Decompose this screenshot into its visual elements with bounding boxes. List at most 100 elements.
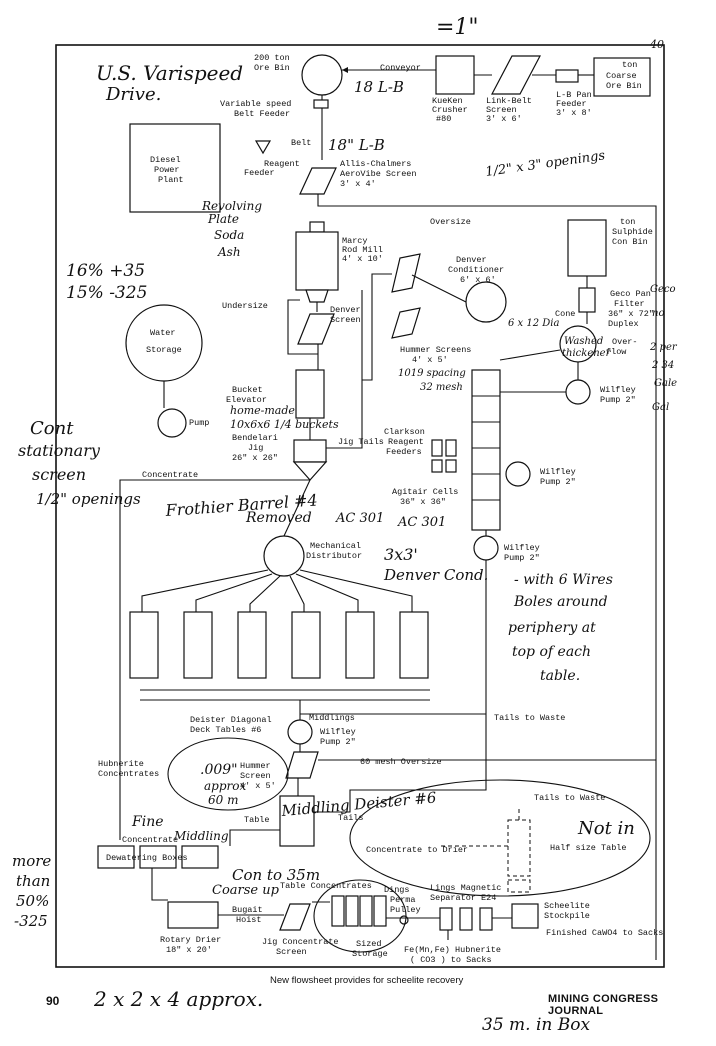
ore-bin-200-ton — [301, 54, 343, 96]
denver-screen-label-1: Denver — [330, 305, 361, 315]
concentrate-label: Concentrate — [142, 470, 198, 480]
hand-cont-4: 1/2" openings — [36, 490, 141, 508]
deister-label-2: Deck Tables #6 — [190, 725, 261, 735]
deister-label-1: Deister Diagonal — [190, 715, 272, 725]
hand-more-2: than — [16, 872, 50, 890]
rotary-label-2: 18" x 20' — [166, 945, 212, 955]
hand-not-in: Not in — [577, 818, 635, 839]
reagent-label-1: Reagent — [264, 159, 300, 169]
agitair-cells-bank — [471, 369, 501, 531]
reagent-feeder — [254, 140, 272, 155]
geco-label-4: Duplex — [608, 319, 639, 329]
lings-stage-2 — [459, 907, 473, 931]
hummer-screen-label-2: Screen — [240, 771, 271, 781]
hand-3x3: 3x3' — [384, 545, 418, 564]
kueken-label-2: Crusher — [432, 105, 468, 115]
half-table-label: Half size Table — [550, 843, 627, 853]
distributor-feed-line — [295, 573, 359, 612]
hummer-cond-line — [411, 274, 467, 303]
bendelari-label-3: 26" x 26" — [232, 453, 278, 463]
sulphide-label-2: Sulphide — [612, 227, 653, 237]
figure-caption: New flowsheet provides for scheelite rec… — [270, 975, 464, 986]
diesel-power-plant — [129, 123, 221, 213]
coarse-ore-bin — [593, 57, 651, 97]
agitair-label-1: Agitair Cells — [392, 487, 458, 497]
hand-with6-5: table. — [540, 668, 580, 684]
coarse-bin-label-2: Coarse — [606, 71, 637, 81]
diesel-label-3: Plant — [158, 175, 184, 185]
hand-cont-3: screen — [32, 465, 86, 484]
distributor-feed-line — [289, 575, 305, 612]
bendelari-jig — [293, 439, 327, 463]
hand-coarse-num: 40 — [649, 38, 664, 51]
marcy-label-1: Marcy — [342, 236, 368, 246]
variable-speed-feeder — [313, 99, 329, 109]
hand-more-4: -325 — [14, 912, 48, 930]
hand-plus35: 16% +35 — [66, 261, 145, 281]
hand-right-5: Gale — [654, 378, 677, 389]
hand-bottom-approx: 2 x 2 x 4 approx. — [93, 987, 263, 1011]
clarkson-label-3: Feeders — [386, 447, 422, 457]
denver-conditioner — [465, 281, 507, 323]
clarkson-feeder-4 — [445, 459, 457, 473]
femn-label-1: Fe(Mn,Fe) Hubnerite — [404, 945, 501, 955]
hand-fine: Fine — [131, 814, 164, 830]
bucket-label-2: Elevator — [226, 395, 267, 405]
hand-more-3: 50% — [16, 892, 49, 910]
finished-label: Finished CaWO4 to Sacks — [546, 928, 663, 938]
scheelite-label-2: Stockpile — [544, 911, 590, 921]
hand-opening: 1/2" x 3" openings — [484, 148, 606, 180]
jig-screen-label-1: Jig Concentrate — [262, 937, 339, 947]
marcy-label-3: 4' x 10' — [342, 254, 383, 264]
aerovibe-screen — [299, 167, 337, 195]
hand-with6-1: - with 6 Wires — [514, 572, 613, 588]
variable-feeder-label-1: Variable speed — [220, 99, 291, 109]
mesh60-label: 60 mesh Oversize — [360, 757, 442, 767]
denver-cond-label-3: 6' x 6' — [460, 275, 496, 285]
lb-feeder-label-2: Feeder — [556, 99, 587, 109]
deister-table-1 — [129, 611, 159, 679]
wilfley3-label-1: Wilfley — [504, 543, 540, 553]
lings-stage-3 — [479, 907, 493, 931]
dings-label-2: Perma — [390, 895, 416, 905]
mechanical-distributor — [263, 535, 305, 577]
conveyor-label: Conveyor — [380, 63, 421, 73]
hummer-screen-upper — [391, 253, 421, 293]
hand-spacing-2: 32 mesh — [420, 382, 463, 393]
dewatering-label-1: Concentrate — [122, 835, 178, 845]
clarkson-label-1: Clarkson — [384, 427, 425, 437]
marcy-rod-mill — [295, 231, 339, 291]
hand-washed: Washed — [564, 336, 603, 347]
distributor-feed-line — [249, 575, 281, 612]
bucket-label-1: Bucket — [232, 385, 263, 395]
clarkson-feeder-2 — [445, 439, 457, 457]
hand-cont-1: Cont — [30, 418, 74, 439]
deister-table-6 — [399, 611, 429, 679]
sized-label-1: Sized — [356, 939, 382, 949]
denver-screen — [297, 313, 335, 345]
tails-label: Tails — [338, 813, 364, 823]
geco-label-3: 36" x 72" — [608, 309, 654, 319]
deister-table-4 — [291, 611, 321, 679]
belt-label: Belt — [291, 138, 311, 148]
sulphide-label-1: ton — [620, 217, 635, 227]
linkbelt-label-3: 3' x 6' — [486, 114, 522, 124]
hand-revolving-1: Revolving — [201, 199, 262, 213]
geco-pan-filter — [578, 287, 596, 313]
kueken-label-3: #80 — [436, 114, 451, 124]
linkbelt-label-1: Link-Belt — [486, 96, 532, 106]
diagram-frame — [55, 44, 665, 968]
sized-label-2: Storage — [352, 949, 388, 959]
dewater-drier-line — [151, 868, 168, 901]
sulphide-con-bin — [567, 219, 607, 277]
undersize-label: Undersize — [222, 301, 268, 311]
jig-hopper — [292, 461, 328, 481]
water-label-1: Water — [150, 328, 176, 338]
wilfley1-label-2: Pump 2" — [600, 395, 636, 405]
undersize-loop-line — [287, 299, 318, 355]
deister-table-3 — [237, 611, 267, 679]
oversize-label: Oversize — [430, 217, 471, 227]
linkbelt-label-2: Screen — [486, 105, 517, 115]
dewatering-box-3 — [181, 845, 219, 869]
dings-pulley — [399, 915, 409, 925]
